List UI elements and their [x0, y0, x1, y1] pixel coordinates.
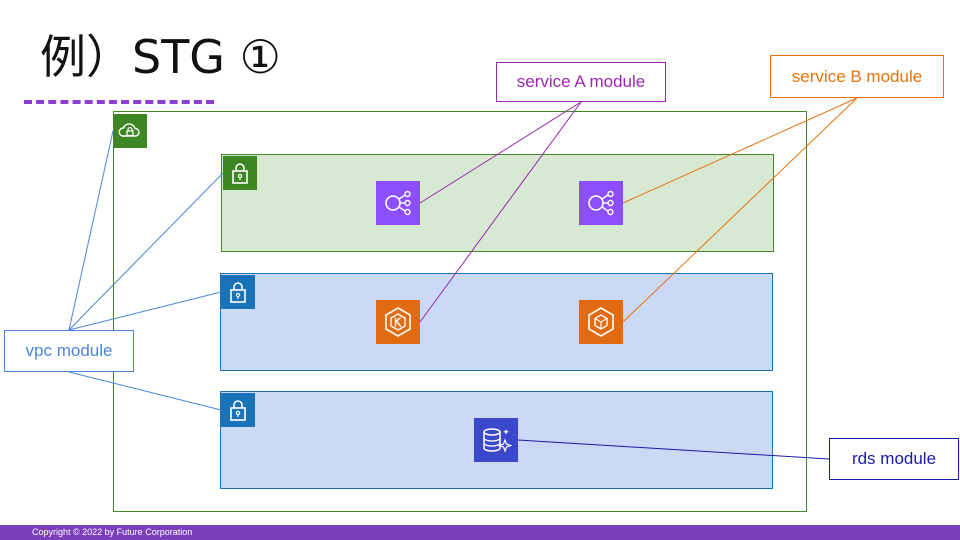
- lock-icon: [221, 275, 255, 309]
- rds-database-icon: [474, 418, 518, 462]
- public-subnet: [221, 154, 774, 252]
- copyright-text: Copyright © 2022 by Future Corporation: [32, 527, 193, 537]
- service-a-module-label: service A module: [496, 62, 666, 102]
- private-subnet: [220, 273, 773, 371]
- connector-vpc-cloud: [68, 130, 114, 331]
- ecs-icon: [579, 300, 623, 344]
- slide-title: 例）STG ①: [40, 30, 281, 84]
- eks-icon: [376, 300, 420, 344]
- elastic-load-balancer-icon: [376, 181, 420, 225]
- service-b-module-label: service B module: [770, 55, 944, 98]
- vpc-module-label: vpc module: [4, 330, 134, 372]
- rds-module-label: rds module: [829, 438, 959, 480]
- lock-icon: [223, 156, 257, 190]
- cloud-lock-icon: [113, 114, 147, 148]
- elastic-load-balancer-icon: [579, 181, 623, 225]
- lock-icon: [221, 393, 255, 427]
- footer-bar: Copyright © 2022 by Future Corporation: [0, 525, 960, 540]
- title-underline: [24, 100, 214, 104]
